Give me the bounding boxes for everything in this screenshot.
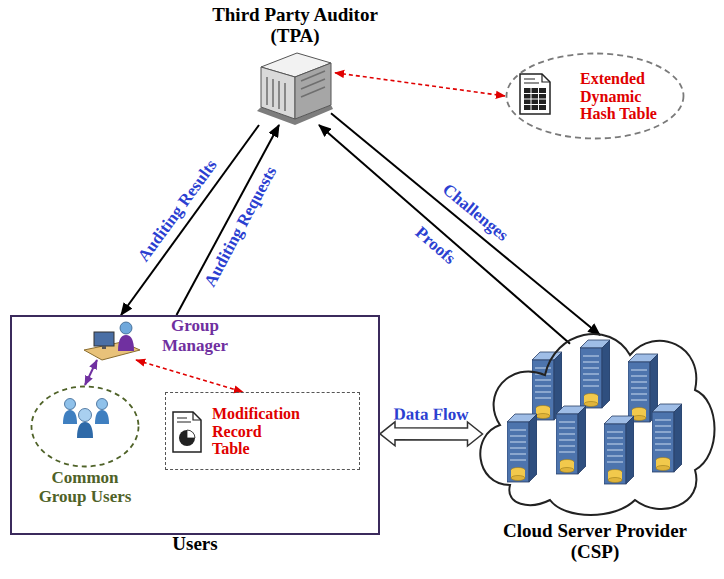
edge-label: Proofs [411,223,459,268]
record-icon [173,412,201,452]
users-group-box: UsersGroup ManagerCommon Group UsersModi… [10,315,380,535]
node-label: Modification Record Table [212,405,303,458]
node-heading: Users [135,534,255,555]
node-label: Extended Dynamic Hash Table [580,70,672,123]
edge-label: Data Flow [394,405,469,424]
arrow-line [85,360,97,385]
edge-label: Auditing Requests [201,164,281,291]
hash-table-ellipse: Extended Dynamic Hash Table [505,52,685,140]
arrow-line [177,125,280,315]
group-manager: Group Manager [82,320,142,360]
manager-icon [84,322,140,360]
user-group-circle: Common Group Users [30,385,140,468]
ellipse-outline [30,385,140,468]
ellipse-border [32,387,139,467]
cloud-border [480,334,714,515]
node-heading: Third Party Auditor (TPA) [198,5,393,47]
block-arrow [380,422,483,446]
edge-label: Challenges [438,180,511,245]
arrow-line [331,113,600,335]
table-icon [520,74,550,114]
node-label: Common Group Users [31,469,139,506]
edge-label: Auditing Results [135,157,221,266]
cloud-outline [470,305,720,520]
users-icon [63,399,109,439]
node-heading: Cloud Server Provider (CSP) [490,521,700,563]
auditor-server: Third Party Auditor (TPA) [255,47,335,125]
arrow-line [121,125,259,315]
server-icon [257,53,333,125]
record-table-box: Modification Record Table [165,392,360,470]
cloud-server: Cloud Server Provider (CSP) [470,305,720,520]
dashed-arrow [136,360,243,392]
server-rack-group [507,340,682,484]
node-label: Group Manager [150,316,240,355]
arrow-line [319,125,570,344]
ellipse-border [507,54,684,139]
dashed-arrow [335,73,505,96]
